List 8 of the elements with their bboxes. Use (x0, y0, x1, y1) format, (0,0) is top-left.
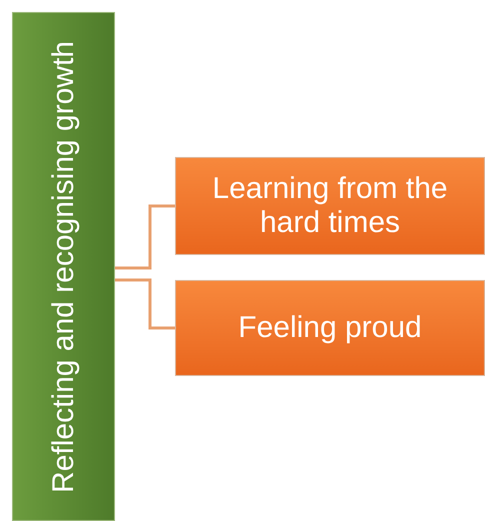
topic-box (175, 280, 485, 376)
topic-text: Feeling proud (237, 311, 423, 345)
topic-box (175, 157, 485, 255)
vertical-title-bar (12, 12, 115, 521)
connector-line (115, 278, 175, 330)
title-text: Reflecting and recognising growth (46, 40, 80, 492)
topic-text: Learning from the hard times (211, 172, 449, 240)
connector-line (115, 204, 175, 270)
